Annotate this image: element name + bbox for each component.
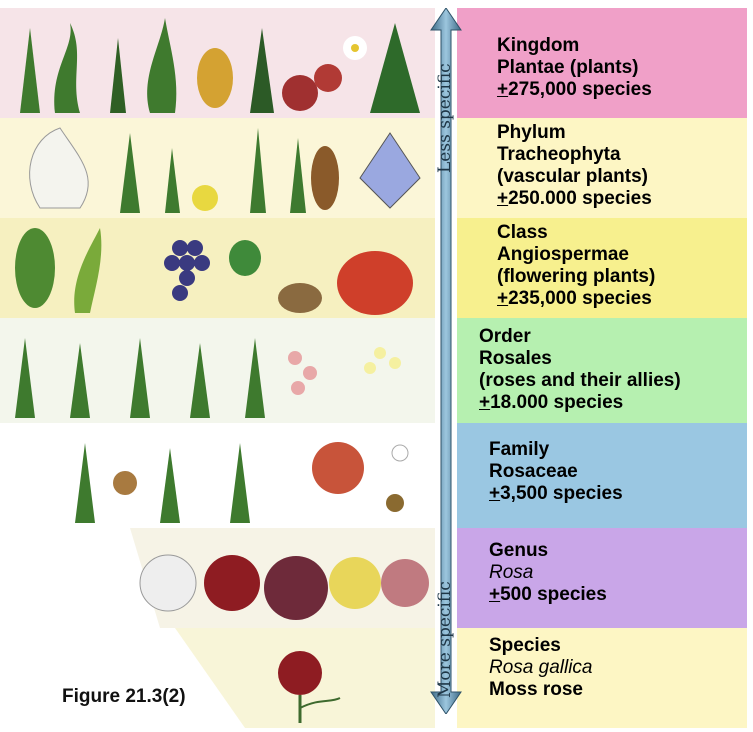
common-class: (flowering plants) [497,266,655,288]
taxon-family: Rosaceae [489,461,623,483]
illustration-genus [0,528,435,628]
illustration-class [0,218,435,318]
rank-species: Species [489,635,593,657]
rank-kingdom: Kingdom [497,35,652,57]
count-kingdom: +275,000 species [497,79,652,101]
label-genus: Genus Rosa +500 species [489,540,607,606]
rank-family: Family [489,439,623,461]
label-class: Class Angiospermae (flowering plants) +2… [497,222,655,310]
label-kingdom: Kingdom Plantae (plants) +275,000 specie… [497,35,652,101]
axis-label-more-specific: More specific [435,581,455,698]
rank-class: Class [497,222,655,244]
taxon-kingdom: Plantae (plants) [497,57,652,79]
rank-genus: Genus [489,540,607,562]
illustration-order [0,318,435,423]
panel-genus: Genus Rosa +500 species [457,528,747,628]
axis-label-less-specific: Less specific [435,63,455,173]
taxon-phylum: Tracheophyta [497,144,652,166]
common-order: (roses and their allies) [479,370,681,392]
count-order: +18.000 species [479,392,681,414]
illustration-kingdom [0,8,435,118]
count-genus: +500 species [489,584,607,606]
label-family: Family Rosaceae +3,500 species [489,439,623,505]
specificity-axis: Less specific More specific [430,8,462,714]
panel-family: Family Rosaceae +3,500 species [457,423,747,528]
label-order: Order Rosales (roses and their allies) +… [479,326,681,414]
taxon-order: Rosales [479,348,681,370]
panel-order: Order Rosales (roses and their allies) +… [457,318,747,423]
taxon-species: Rosa gallica [489,657,593,679]
panel-kingdom: Kingdom Plantae (plants) +275,000 specie… [457,8,747,118]
label-phylum: Phylum Tracheophyta (vascular plants) +2… [497,122,652,210]
count-class: +235,000 species [497,288,655,310]
illustration-family [0,423,435,528]
panel-phylum: Phylum Tracheophyta (vascular plants) +2… [457,118,747,218]
illustration-phylum [0,118,435,218]
figure-caption: Figure 21.3(2) [62,686,186,708]
common-species: Moss rose [489,679,593,701]
rank-order: Order [479,326,681,348]
label-species: Species Rosa gallica Moss rose [489,635,593,701]
panel-species: Species Rosa gallica Moss rose [457,628,747,728]
illustration-species [0,628,435,728]
common-phylum: (vascular plants) [497,166,652,188]
taxon-genus: Rosa [489,562,607,584]
count-phylum: +250.000 species [497,188,652,210]
taxon-class: Angiospermae [497,244,655,266]
rank-phylum: Phylum [497,122,652,144]
count-family: +3,500 species [489,483,623,505]
panel-class: Class Angiospermae (flowering plants) +2… [457,218,747,318]
